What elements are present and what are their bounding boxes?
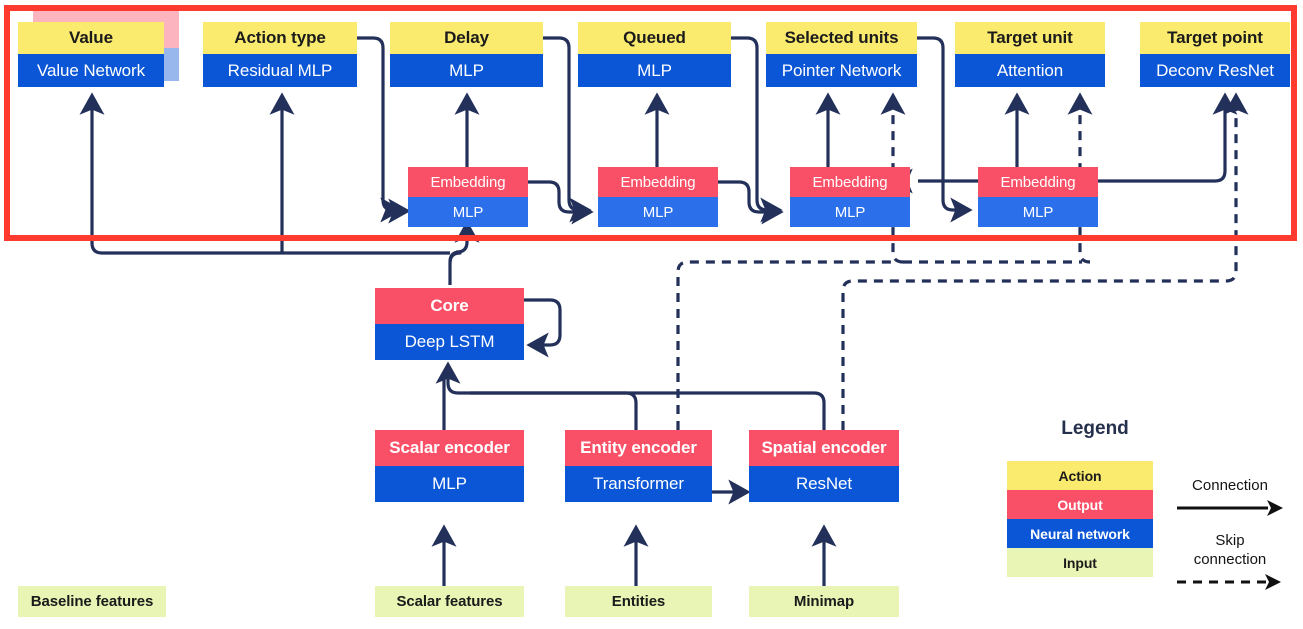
head-selected-units-action-label: Selected units (766, 22, 917, 54)
encoder-entity[interactable]: Entity encoder Transformer (565, 430, 712, 502)
input-entities[interactable]: Entities (565, 586, 712, 617)
head-value-action-label: Value (18, 22, 164, 54)
embedding-selected-units-network-label: MLP (790, 197, 910, 227)
input-scalar-features[interactable]: Scalar features (375, 586, 524, 617)
wire-target-point-riser (1098, 92, 1238, 183)
input-baseline-features-label: Baseline features (18, 586, 166, 617)
legend-swatch-input: Input (1007, 548, 1153, 577)
head-action-type-network-label: Residual MLP (203, 54, 357, 87)
wire-core-to-delay-embedding (448, 220, 480, 263)
head-target-unit[interactable]: Target unit Attention (955, 22, 1105, 87)
legend-skip-label-line2: connection (1193, 551, 1267, 568)
embedding-queued[interactable]: Embedding MLP (598, 167, 718, 227)
head-delay-network-label: MLP (390, 54, 543, 87)
wire-queued-emb-to-selected-emb (718, 180, 784, 225)
encoder-scalar-network-label: MLP (375, 466, 524, 502)
encoder-entity-output-label: Entity encoder (565, 430, 712, 466)
legend-swatch-neural-network: Neural network (1007, 519, 1153, 548)
skip-spatial-encoder-bus (841, 279, 1226, 430)
embedding-queued-network-label: MLP (598, 197, 718, 227)
embedding-delay-output-label: Embedding (408, 167, 528, 197)
head-value-network-label: Value Network (18, 54, 164, 87)
wire-core-recurrent-loop (524, 298, 562, 358)
head-target-point[interactable]: Target point Deconv ResNet (1140, 22, 1290, 87)
input-minimap[interactable]: Minimap (749, 586, 899, 617)
input-minimap-label: Minimap (749, 586, 899, 617)
head-selected-units[interactable]: Selected units Pointer Network (766, 22, 917, 87)
embedding-target-unit-network-label: MLP (978, 197, 1098, 227)
input-scalar-features-label: Scalar features (375, 586, 524, 617)
wire-delay-emb-to-queued-emb (528, 180, 594, 225)
input-entities-label: Entities (565, 586, 712, 617)
skip-spatial-corner-hidden (1224, 100, 1250, 281)
head-selected-units-network-label: Pointer Network (766, 54, 917, 87)
core-network-label: Deep LSTM (375, 324, 524, 360)
embedding-selected-units-output-label: Embedding (790, 167, 910, 197)
wire-core-output-riser (448, 251, 462, 285)
embedding-target-unit-output-label: Embedding (978, 167, 1098, 197)
skip-to-deconv-resnet (1223, 92, 1249, 283)
legend-swatch-action: Action (1007, 461, 1153, 490)
embedding-selected-units[interactable]: Embedding MLP (790, 167, 910, 227)
head-target-point-action-label: Target point (1140, 22, 1290, 54)
legend-skip-label-line1: Skip (1215, 532, 1245, 549)
head-queued[interactable]: Queued MLP (578, 22, 731, 87)
head-action-type[interactable]: Action type Residual MLP (203, 22, 357, 87)
head-target-unit-network-label: Attention (955, 54, 1105, 87)
legend-title: Legend (1061, 418, 1129, 439)
head-delay-action-label: Delay (390, 22, 543, 54)
legend-connection-label: Connection (1192, 477, 1268, 494)
skip-entity-encoder-bus (676, 260, 895, 430)
legend-swatch-output: Output (1007, 490, 1153, 519)
legend: Legend Action Output Neural network Inpu… (985, 418, 1285, 590)
core-output-label: Core (375, 288, 524, 324)
head-action-type-action-label: Action type (203, 22, 357, 54)
embedding-delay[interactable]: Embedding MLP (408, 167, 528, 227)
head-target-unit-action-label: Target unit (955, 22, 1105, 54)
wire-spatial-encoder-to-core (435, 361, 826, 430)
encoder-spatial[interactable]: Spatial encoder ResNet (749, 430, 899, 502)
wire-entity-encoder-to-core (470, 391, 638, 430)
legend-connection-arrow-icon (1177, 500, 1283, 516)
encoder-spatial-network-label: ResNet (749, 466, 899, 502)
input-baseline-features[interactable]: Baseline features (18, 586, 166, 617)
head-delay[interactable]: Delay MLP (390, 22, 543, 87)
legend-swatch-stack: Action Output Neural network Input (1007, 461, 1153, 577)
encoder-scalar-output-label: Scalar encoder (375, 430, 524, 466)
encoder-entity-network-label: Transformer (565, 466, 712, 502)
head-queued-network-label: MLP (578, 54, 731, 87)
head-value[interactable]: Value Value Network (18, 22, 164, 87)
core-module[interactable]: Core Deep LSTM (375, 288, 524, 360)
legend-arrow-key: Connection Skip connection (1175, 476, 1285, 595)
wire-core-to-value-network (79, 92, 450, 255)
head-queued-action-label: Queued (578, 22, 731, 54)
embedding-delay-network-label: MLP (408, 197, 528, 227)
head-target-point-network-label: Deconv ResNet (1140, 54, 1290, 87)
encoder-spatial-output-label: Spatial encoder (749, 430, 899, 466)
embedding-queued-output-label: Embedding (598, 167, 718, 197)
encoder-scalar[interactable]: Scalar encoder MLP (375, 430, 524, 502)
embedding-target-unit[interactable]: Embedding MLP (978, 167, 1098, 227)
legend-skip-connection-arrow-icon (1177, 574, 1281, 590)
